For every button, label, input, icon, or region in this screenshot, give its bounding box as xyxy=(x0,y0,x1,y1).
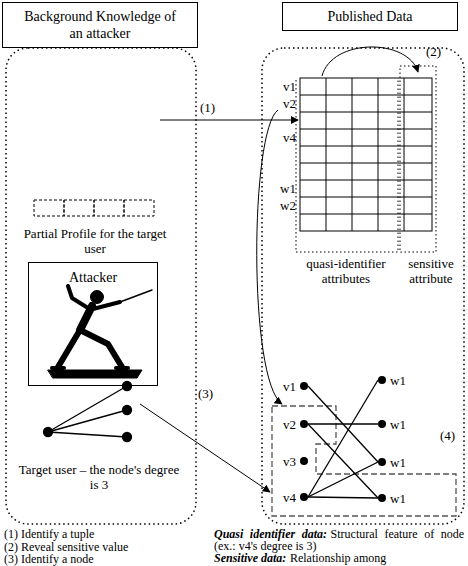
caption-text: Target user – the node's degree is 3 xyxy=(14,462,184,492)
header-box: Background Knowledge of an attacker xyxy=(2,2,198,48)
star-graph xyxy=(44,382,132,442)
profile-cells xyxy=(34,200,154,216)
graph-edge xyxy=(308,424,378,498)
caption-text: Partial Profile for the target user xyxy=(14,226,176,256)
node-text: Published Data xyxy=(303,8,437,25)
arrow-row-to-node xyxy=(257,110,282,404)
knowledge-panel xyxy=(6,48,196,524)
vertex-dot xyxy=(300,493,308,501)
note-text: Relationship among xyxy=(290,551,386,565)
published-panel xyxy=(262,48,464,524)
node-text: w1 xyxy=(390,373,406,388)
legend-note: (1) Identify a tuple xyxy=(4,528,204,540)
legend-note: (2) Reveal sensitive value xyxy=(4,541,204,553)
selection-outline xyxy=(272,406,456,516)
graph-vertex: w1 xyxy=(378,373,406,388)
vertex-dot xyxy=(378,458,386,466)
note-paragraph: Sensitive data: Relationship among xyxy=(214,552,464,564)
legend-note: (3) Identify a node xyxy=(4,553,204,565)
data-table xyxy=(300,78,432,231)
note-term: Sensitive data: xyxy=(214,551,286,565)
sensitive-bracket xyxy=(400,66,436,252)
node-text: v2 xyxy=(283,417,296,432)
graph-vertex: w1 xyxy=(378,491,406,506)
graph-vertex: w1 xyxy=(378,455,406,470)
node-text: v1 xyxy=(283,379,296,394)
graph-vertex: v3 xyxy=(283,454,308,469)
row-label: v2 xyxy=(276,96,296,111)
node-text: v4 xyxy=(283,490,296,505)
graph-edge xyxy=(308,423,378,424)
note-block: Quasi identifier data:Structural feature… xyxy=(214,528,464,564)
graph-edge xyxy=(308,497,378,498)
row-label: v4 xyxy=(276,130,296,145)
quasi-bracket xyxy=(296,80,398,252)
node-text: Attacker xyxy=(33,269,153,286)
row-label: v1 xyxy=(276,79,296,94)
arrow-identify-tuple xyxy=(160,120,298,121)
vertex-dot xyxy=(300,457,308,465)
column-group-label: quasi-identifier attributes xyxy=(295,256,397,286)
callout-number: (2) xyxy=(426,44,448,59)
vertex-dot xyxy=(378,376,386,384)
vertex-dot xyxy=(300,382,308,390)
node-text: w1 xyxy=(390,455,406,470)
vertex-dot xyxy=(378,494,386,502)
node-text: w1 xyxy=(390,491,406,506)
graph-vertex: v2 xyxy=(283,417,308,432)
graph-vertex: w1 xyxy=(378,417,406,432)
callout-number: (1) xyxy=(200,100,222,115)
attacker-box: Attacker xyxy=(28,262,158,386)
graph-vertex: v4 xyxy=(283,490,308,505)
graph-edge xyxy=(308,462,378,497)
header-box: Published Data xyxy=(282,2,458,31)
vertex-dot xyxy=(300,420,308,428)
graph-edge xyxy=(308,380,378,497)
arrow-identify-node xyxy=(140,404,270,492)
node-text: w1 xyxy=(390,417,406,432)
fencer-figure xyxy=(48,286,152,378)
note-paragraph: Quasi identifier data:Structural feature… xyxy=(214,528,464,552)
column-group-label: sensitive attribute xyxy=(398,256,464,286)
graph-vertex: v1 xyxy=(283,379,308,394)
row-label: w1 xyxy=(276,181,296,196)
note-term: Quasi identifier data: xyxy=(214,527,327,541)
row-label: w2 xyxy=(276,198,296,213)
node-text: Background Knowledge of an attacker xyxy=(23,8,177,42)
vertex-dot xyxy=(378,420,386,428)
callout-number: (3) xyxy=(198,386,220,401)
callout-number: (4) xyxy=(440,428,462,443)
node-text: v3 xyxy=(283,454,296,469)
arrow-reveal-value xyxy=(322,47,418,76)
